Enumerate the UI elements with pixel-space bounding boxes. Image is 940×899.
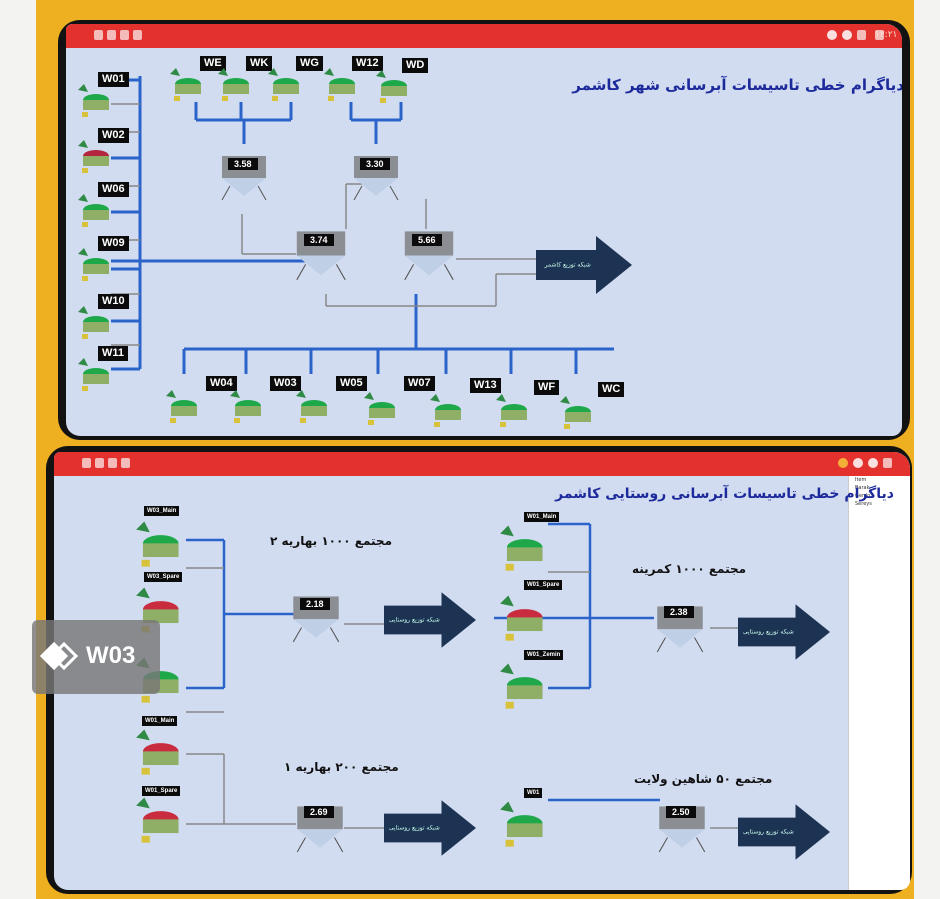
well-label-W01-single[interactable]: W01 — [524, 788, 543, 798]
well-icon-alarm — [136, 797, 179, 843]
well-icon — [268, 68, 299, 101]
well-icon — [230, 390, 261, 423]
well-label-WE[interactable]: WE — [200, 56, 226, 71]
well-label-W01-spare-2[interactable]: W01_Spare — [142, 786, 181, 796]
well-label-W12[interactable]: W12 — [352, 56, 383, 71]
top-panel-title: دیاگرام خطی تاسیسات آبرسانی شهر کاشمر — [572, 76, 902, 94]
well-label-W04[interactable]: W04 — [206, 376, 237, 391]
top-diagram-screen: ۱۲:۲۱ — [66, 24, 902, 436]
complex-3-title: مجتمع ۲۰۰ بهاریه ۱ — [284, 760, 399, 774]
well-label-W01-zemin[interactable]: W01_Zemin — [524, 650, 564, 660]
well-label-WC[interactable]: WC — [598, 382, 625, 397]
well-icon — [136, 521, 179, 567]
well-icon — [78, 306, 109, 339]
sidebar-item[interactable]: Gerdo — [855, 493, 871, 499]
well-icon-alarm — [78, 140, 109, 173]
sidebar-item[interactable]: Item — [855, 477, 867, 483]
reservoir-icon — [296, 231, 346, 281]
well-label-WD[interactable]: WD — [402, 58, 429, 73]
distribution-arrow-label: شبکه توزیع روستایی — [388, 824, 440, 832]
well-label-W01-main[interactable]: W01_Main — [524, 512, 560, 522]
well-icon — [170, 68, 201, 101]
tank-level-2: 3.30 — [360, 158, 390, 170]
well-icon-alarm — [500, 595, 543, 641]
reservoir-icon — [404, 231, 454, 281]
well-label-W09[interactable]: W09 — [98, 236, 129, 251]
distribution-arrow[interactable] — [738, 604, 830, 660]
complex-4-title: مجتمع ۵۰ شاهین ولایت — [634, 772, 773, 786]
sidebar-item[interactable]: Sereys — [855, 501, 872, 507]
reservoir-icon — [656, 606, 704, 653]
bottom-diagram-screen: Item Barak Gerdo Sereys — [54, 452, 910, 890]
well-icon — [430, 394, 461, 427]
tank-level-2: 2.38 — [664, 606, 694, 618]
complex-2-title: مجتمع ۱۰۰۰ کمرینه — [632, 562, 747, 576]
distribution-arrow[interactable] — [738, 804, 830, 860]
distribution-arrow-label: شبکه توزیع روستایی — [388, 616, 440, 624]
bottom-status-bar — [54, 452, 910, 476]
tank-level-4: 2.50 — [666, 806, 696, 818]
well-label-W01-main-2[interactable]: W01_Main — [142, 716, 178, 726]
floating-overlay-button[interactable]: W03 — [32, 620, 160, 694]
legend-sidebar[interactable]: Item Barak Gerdo Sereys — [848, 476, 910, 890]
well-label-WK[interactable]: WK — [246, 56, 273, 71]
well-icon — [78, 194, 109, 227]
well-icon — [78, 248, 109, 281]
tank-level-1: 2.18 — [300, 598, 330, 610]
bottom-pipes — [186, 522, 740, 829]
well-icon — [78, 358, 109, 391]
reservoir-icon — [658, 806, 706, 853]
reservoir-icon — [353, 156, 399, 201]
well-icon — [500, 801, 543, 847]
tank-level-1: 3.58 — [228, 158, 258, 170]
well-icon-alarm — [136, 587, 179, 633]
reservoir-icon — [296, 806, 344, 853]
tank-level-3: 3.74 — [304, 234, 334, 246]
well-icon — [560, 396, 591, 429]
distribution-arrow[interactable] — [536, 236, 632, 294]
well-icon-alarm — [136, 729, 179, 775]
well-icon — [500, 525, 543, 571]
well-icon — [324, 68, 355, 101]
tank-level-3: 2.69 — [304, 806, 334, 818]
well-label-WF[interactable]: WF — [534, 380, 560, 395]
well-label-W03-main[interactable]: W03_Main — [144, 506, 180, 516]
top-status-bar: ۱۲:۲۱ — [66, 24, 902, 48]
well-icon — [218, 68, 249, 101]
well-label-WG[interactable]: WG — [296, 56, 323, 71]
well-icon — [500, 663, 543, 709]
app-frame: ۱۲:۲۱ — [36, 0, 914, 899]
well-icon — [166, 390, 197, 423]
well-icon — [364, 392, 395, 425]
complex-1-title: مجتمع ۱۰۰۰ بهاریه ۲ — [270, 534, 393, 548]
top-pipes — [111, 76, 614, 374]
bottom-panel-title: دیاگرام خطی تاسیسات آبرسانی روستایی کاشم… — [555, 486, 894, 502]
well-label-W07[interactable]: W07 — [404, 376, 435, 391]
well-label-W11[interactable]: W11 — [98, 346, 129, 361]
well-icon — [376, 70, 407, 103]
sidebar-item[interactable]: Barak — [855, 485, 870, 491]
reservoir-icon — [292, 596, 340, 643]
well-label-W05[interactable]: W05 — [336, 376, 367, 391]
distribution-arrow[interactable] — [384, 800, 476, 856]
reservoir-icon — [221, 156, 267, 201]
well-label-W13[interactable]: W13 — [470, 378, 501, 393]
floating-button-label: W03 — [86, 642, 136, 669]
distribution-arrow[interactable] — [384, 592, 476, 648]
well-icon — [496, 394, 527, 427]
well-icon — [296, 390, 327, 423]
well-label-W03[interactable]: W03 — [270, 376, 301, 391]
well-label-W06[interactable]: W06 — [98, 182, 129, 197]
well-label-W01[interactable]: W01 — [98, 72, 129, 87]
well-label-W02[interactable]: W02 — [98, 128, 129, 143]
well-icon — [78, 84, 109, 117]
distribution-arrow-label: شبکه توزیع روستایی — [742, 628, 794, 636]
distribution-arrow-label: شبکه توزیع روستایی — [742, 828, 794, 836]
well-label-W01-spare[interactable]: W01_Spare — [524, 580, 563, 590]
well-label-W03-spare[interactable]: W03_Spare — [144, 572, 183, 582]
distribution-arrow-label: شبکه توزیع کاشمر — [544, 261, 591, 269]
well-label-W10[interactable]: W10 — [98, 294, 129, 309]
tank-level-4: 5.66 — [412, 234, 442, 246]
